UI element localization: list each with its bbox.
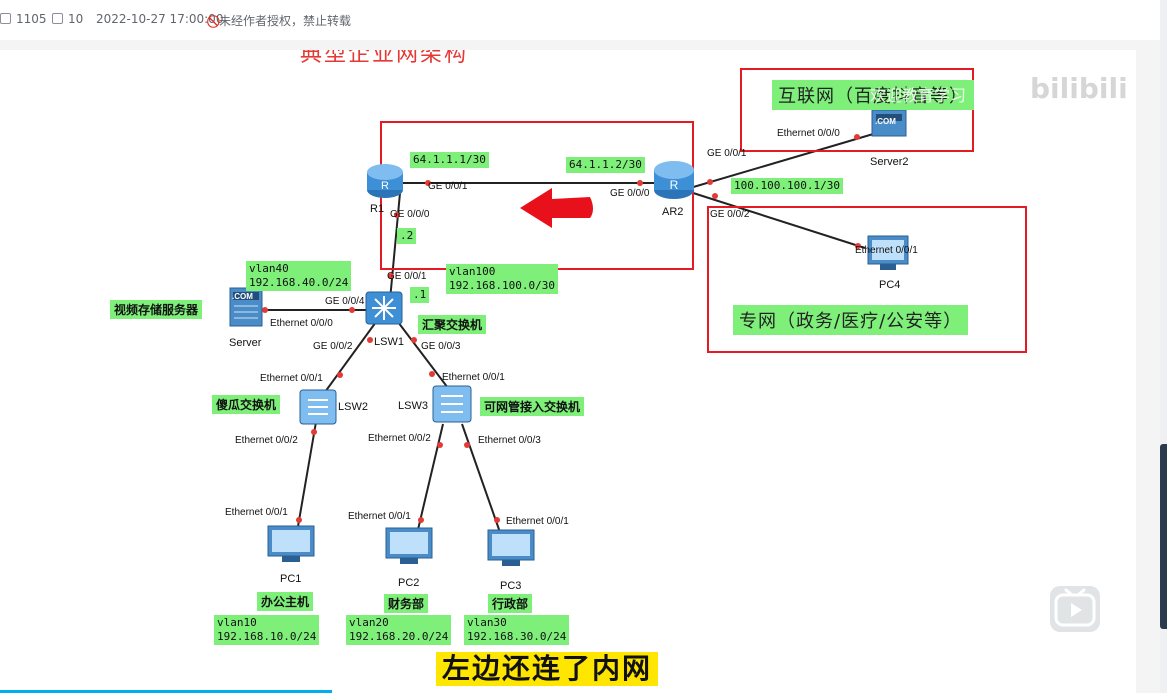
pc3-label: PC3: [500, 580, 522, 592]
recommended-video-thumbnail[interactable]: [1160, 444, 1167, 629]
private-network-label: 专网（政务/医疗/公安等）: [733, 305, 969, 335]
port-lsw1-ge01: GE 0/0/1: [387, 271, 427, 282]
video-player[interactable]: 典型企业网架构: [0, 50, 1136, 693]
bilibili-watermark: bilibili: [1030, 72, 1128, 105]
port-r1-ge00: GE 0/0/0: [390, 209, 430, 220]
pc1-icon: [267, 525, 315, 562]
port-server-eth: Ethernet 0/0/0: [270, 318, 333, 329]
comments-count: 10: [52, 12, 83, 26]
video-progress-bar[interactable]: [0, 690, 332, 693]
port-lsw1-ge02: GE 0/0/2: [313, 341, 353, 352]
slide-title: 典型企业网架构: [300, 50, 469, 67]
red-arrow-icon: [520, 188, 593, 228]
pc2-role-label: 财务部: [384, 594, 429, 613]
video-subtitle: 左边还连了内网: [436, 652, 659, 686]
lsw2-label: LSW2: [338, 401, 368, 413]
lsw1-label: LSW1: [374, 336, 404, 348]
link-r1-lsw1: [389, 192, 401, 301]
server2-com-label: .COM: [875, 117, 896, 126]
lsw2-switch-icon: [299, 389, 337, 425]
internet-label: 互联网（百度抖音等）: [772, 80, 974, 110]
port-lsw1-ge03: GE 0/0/3: [421, 341, 461, 352]
port-pc1-eth: Ethernet 0/0/1: [225, 507, 288, 518]
ar2-public-ip: 100.100.100.1/30: [731, 178, 843, 194]
router-ar2-icon: R: [654, 161, 694, 199]
publish-datetime: 2022-10-27 17:00:00: [96, 12, 224, 26]
r1-label: R1: [370, 203, 385, 215]
sidebar-edge: [1160, 0, 1167, 693]
port-lsw3-eth01: Ethernet 0/0/1: [442, 372, 505, 383]
private-net-highlight-box: [707, 206, 1027, 353]
pc2-label: PC2: [398, 577, 420, 589]
play-count-icon: [0, 13, 11, 24]
r1-wan-ip: 64.1.1.1/30: [410, 152, 489, 168]
router-r1-icon: R: [367, 164, 403, 198]
port-dots: [262, 134, 861, 523]
ar2-label: AR2: [662, 206, 684, 218]
internet-highlight-box: [740, 68, 974, 152]
port-lsw2-eth01: Ethernet 0/0/1: [260, 373, 323, 384]
port-pc4-eth: Ethernet 0/0/1: [855, 245, 918, 256]
port-r1-ge01: GE 0/0/1: [428, 181, 468, 192]
svg-text:R: R: [381, 180, 389, 192]
no-repost-notice: ⃠未经作者授权，禁止转载: [219, 14, 352, 28]
port-lsw1-ge04: GE 0/0/4: [325, 296, 365, 307]
port-pc3-eth: Ethernet 0/0/1: [506, 516, 569, 527]
watermark-text: 欢迎教育学习: [870, 86, 967, 105]
port-ar2-ge00: GE 0/0/0: [610, 188, 650, 199]
port-lsw3-eth02: Ethernet 0/0/2: [368, 433, 431, 444]
pc3-icon: [487, 529, 535, 566]
port-ar2-ge01: GE 0/0/1: [707, 148, 747, 159]
server-com-label: .COM: [232, 292, 253, 301]
comment-icon: [52, 13, 63, 24]
video-info-bar: 1105 10 2022-10-27 17:00:00 ⃠未经作者授权，禁止转载: [0, 0, 1167, 40]
port-lsw3-eth03: Ethernet 0/0/3: [478, 435, 541, 446]
server2-icon: [871, 109, 907, 137]
lsw1-host: .1: [410, 287, 430, 303]
network-diagram: R R: [229, 68, 1027, 566]
link-lsw1-lsw3: [397, 321, 449, 389]
aggregation-switch-label: 汇聚交换机: [418, 315, 487, 334]
pc4-icon: [867, 235, 909, 270]
lsw3-label: LSW3: [398, 400, 428, 412]
views-count: 1105: [0, 12, 47, 26]
port-lsw2-eth02: Ethernet 0/0/2: [235, 435, 298, 446]
managed-access-switch-label: 可网管接入交换机: [480, 397, 585, 416]
unmanaged-switch-label: 傻瓜交换机: [212, 395, 281, 414]
pc1-label: PC1: [280, 573, 302, 585]
server-label: Server: [229, 337, 262, 349]
server2-label: Server2: [870, 156, 909, 168]
ar2-wan-ip: 64.1.1.2/30: [566, 157, 645, 173]
r1-lan-host: .2: [397, 228, 417, 244]
port-server2-eth: Ethernet 0/0/0: [777, 128, 840, 139]
pc1-role-label: 办公主机: [257, 592, 314, 611]
pc4-label: PC4: [879, 279, 901, 291]
pc3-role-label: 行政部: [488, 594, 533, 613]
link-ar2-pc4: [689, 191, 866, 249]
link-ar2-server2: [689, 131, 881, 189]
video-storage-server-label: 视频存储服务器: [110, 300, 203, 319]
svg-text:R: R: [670, 178, 679, 192]
play-tv-icon[interactable]: [1050, 586, 1100, 632]
link-lsw1-lsw2: [324, 321, 377, 393]
port-pc2-eth: Ethernet 0/0/1: [348, 511, 411, 522]
lsw3-switch-icon: [432, 385, 472, 423]
port-ar2-ge02: GE 0/0/2: [710, 209, 750, 220]
pc2-icon: [385, 527, 433, 564]
lsw1-switch-icon: [365, 291, 403, 325]
